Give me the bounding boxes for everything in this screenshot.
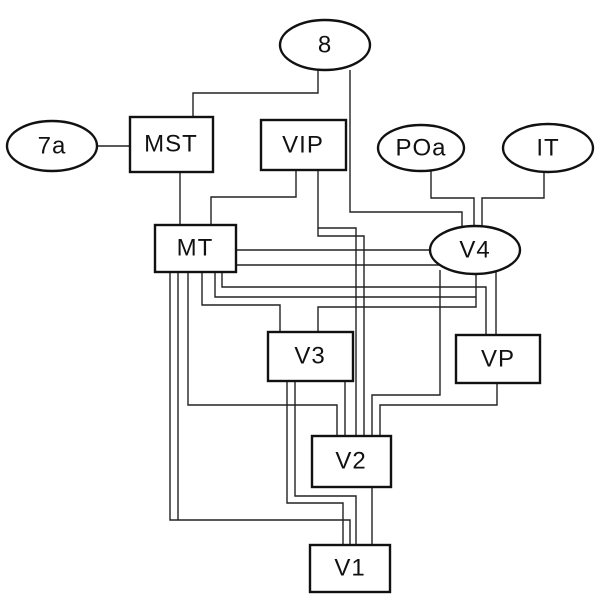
edge-8-mst bbox=[192, 70, 319, 117]
node-8-label: 8 bbox=[318, 32, 332, 59]
connection-lines bbox=[97, 70, 545, 545]
edge-mt-v3 bbox=[201, 272, 281, 332]
node-poa: POa bbox=[376, 123, 466, 173]
node-v2-label: V2 bbox=[335, 448, 366, 475]
node-v1: V1 bbox=[308, 543, 392, 594]
node-vip: VIP bbox=[259, 118, 348, 172]
node-7a-label: 7a bbox=[38, 133, 67, 160]
node-vp: VP bbox=[454, 333, 542, 385]
node-it-label: IT bbox=[536, 135, 559, 162]
node-v1-label: V1 bbox=[334, 555, 365, 582]
edge-it-v4 bbox=[481, 172, 545, 226]
edge-v3-v1-b bbox=[294, 381, 357, 545]
edge-v3-v1-a bbox=[286, 381, 344, 545]
node-mt: MT bbox=[153, 223, 238, 274]
edge-vp-v2 bbox=[379, 383, 498, 436]
edge-mt-v2 bbox=[187, 272, 338, 436]
node-v4: V4 bbox=[428, 224, 522, 276]
node-mt-label: MT bbox=[177, 235, 214, 262]
edge-mt-vp-c bbox=[214, 272, 476, 298]
area-nodes: 8 7a MST VIP POa IT MT V4 bbox=[5, 18, 595, 594]
edge-mt-vp-b bbox=[221, 272, 487, 335]
node-v3: V3 bbox=[266, 330, 355, 383]
node-v2: V2 bbox=[310, 434, 393, 489]
node-mst: MST bbox=[128, 115, 215, 174]
edge-mt-vp-a bbox=[236, 264, 497, 335]
node-vp-label: VP bbox=[481, 346, 515, 373]
node-it: IT bbox=[501, 122, 595, 174]
node-poa-label: POa bbox=[395, 135, 446, 162]
edge-8-v4 bbox=[349, 70, 463, 226]
edge-vip-v2-a bbox=[317, 170, 357, 436]
edge-vip-v2-b bbox=[317, 228, 365, 436]
edge-vip-mt bbox=[210, 170, 297, 225]
node-v4-label: V4 bbox=[459, 237, 490, 264]
node-7a: 7a bbox=[5, 119, 99, 173]
node-mst-label: MST bbox=[144, 131, 198, 158]
node-vip-label: VIP bbox=[282, 132, 324, 159]
node-8: 8 bbox=[278, 18, 372, 72]
edge-v4-v3 bbox=[317, 270, 477, 332]
edge-mt-v1-a bbox=[169, 272, 351, 545]
edge-v4-v2 bbox=[371, 270, 441, 436]
edge-poa-v4 bbox=[430, 171, 475, 226]
node-v3-label: V3 bbox=[294, 343, 325, 370]
